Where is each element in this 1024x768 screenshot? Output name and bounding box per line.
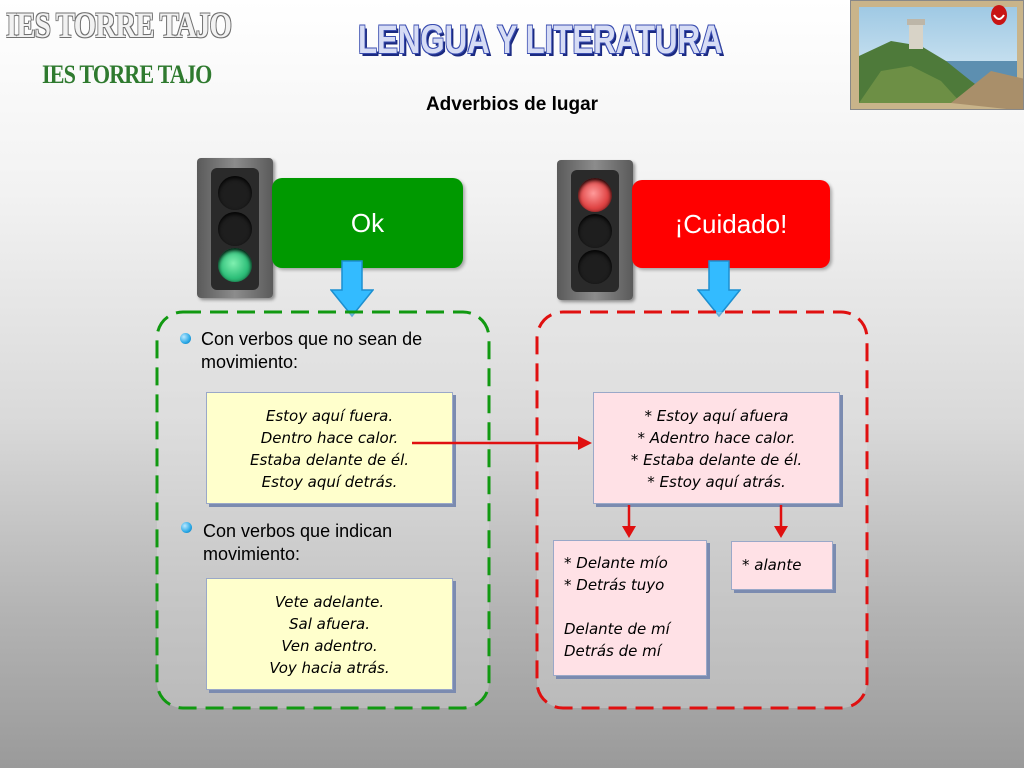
lighthouse-photo [850, 0, 1024, 110]
example-line: * Estaba delante de él. [630, 451, 803, 469]
example-line: * Adentro hace calor. [637, 429, 796, 447]
wrong-examples-box: * Estoy aquí afuera * Adentro hace calor… [593, 392, 840, 504]
example-line: Dentro hace calor. [260, 429, 399, 447]
down-arrow-icon [330, 260, 374, 318]
example-line: Vete adelante. [274, 593, 385, 611]
example-line: Detrás de mí [564, 642, 661, 660]
bullet-dot-icon [180, 333, 191, 344]
example-line: * Detrás tuyo [564, 576, 665, 594]
bullet-static-verbs: Con verbos que no sean de movimiento: [201, 328, 422, 374]
subject-title: LENGUA Y LITERATURA [358, 18, 723, 62]
traffic-light-red-icon [557, 160, 633, 300]
alante-box: * alante [731, 541, 833, 590]
bullet-dot-icon [181, 522, 192, 533]
page-title: Adverbios de lugar [425, 94, 599, 115]
example-line: Estaba delante de él. [249, 451, 410, 469]
bullet-line: movimiento: [201, 352, 299, 372]
example-line: * Delante mío [564, 554, 668, 572]
ok-label: Ok [272, 178, 463, 268]
example-box-motion: Vete adelante. Sal afuera. Ven adentro. … [206, 578, 453, 690]
bullet-motion-verbs: Con verbos que indican movimiento: [203, 520, 392, 566]
example-line: Delante de mí [564, 620, 670, 638]
example-line: Estoy aquí detrás. [261, 473, 398, 491]
example-line: * alante [742, 556, 802, 574]
blank-line [564, 596, 706, 618]
down-arrow-icon [697, 260, 741, 318]
example-line: * Estoy aquí atrás. [647, 473, 786, 491]
example-line: Estoy aquí fuera. [265, 407, 394, 425]
bullet-line: Con verbos que no sean de [201, 329, 423, 349]
caution-label: ¡Cuidado! [632, 180, 830, 268]
lighthouse-picture [851, 1, 1023, 109]
school-name: IES TORRE TAJO [6, 5, 232, 45]
example-box-static: Estoy aquí fuera. Dentro hace calor. Est… [206, 392, 453, 504]
example-line: * Estoy aquí afuera [644, 407, 789, 425]
example-line: Sal afuera. [289, 615, 370, 633]
school-name-secondary: IES TORRE TAJO [42, 60, 212, 89]
traffic-light-green-icon [197, 158, 273, 298]
bullet-line: Con verbos que indican [203, 521, 393, 541]
bullet-line: movimiento: [203, 544, 301, 564]
possessive-box: * Delante mío * Detrás tuyo Delante de m… [553, 540, 707, 676]
example-line: Ven adentro. [281, 637, 378, 655]
example-line: Voy hacia atrás. [269, 659, 390, 677]
